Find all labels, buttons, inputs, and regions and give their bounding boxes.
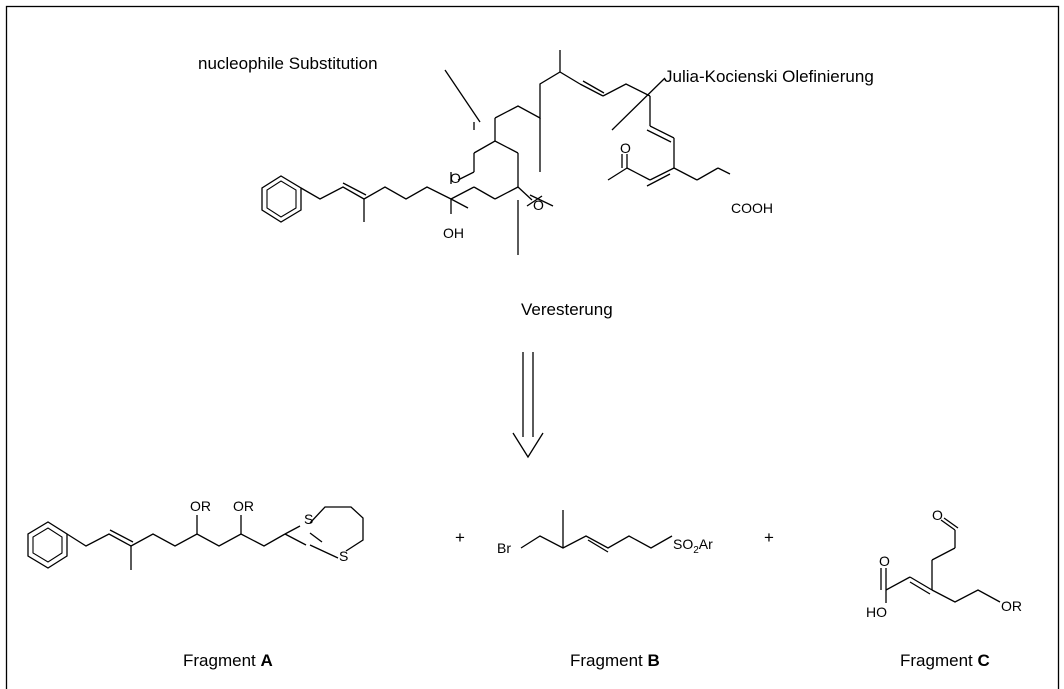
sulfonyl-label: SO2Ar: [673, 536, 713, 556]
acid-hydroxyl-label: HO: [866, 604, 887, 620]
target-molecule: [261, 50, 731, 255]
phenyl-ring-top: [261, 175, 302, 223]
carbonyl-oxygen-label: O: [620, 140, 631, 156]
fragment-a-caption: Fragment A: [183, 651, 273, 670]
ring-oxygen-label: O: [450, 170, 461, 186]
fragment-a-or-1: OR: [190, 498, 211, 514]
fragment-c-or-label: OR: [1001, 598, 1022, 614]
ester-oxygen-label: O: [533, 197, 544, 213]
julia-kocienski-label: Julia-Kocienski Olefinierung: [664, 67, 874, 86]
fragment-a-sulfur-2: S: [339, 548, 348, 564]
acid-carbonyl-oxygen-label: O: [879, 553, 890, 569]
fragment-c-structure: [880, 517, 1001, 603]
hydroxyl-label: OH: [443, 225, 464, 241]
fragment-a-sulfur-1: S: [304, 511, 313, 527]
dithiane-ring: [284, 506, 364, 559]
fragment-b-caption: Fragment B: [570, 651, 660, 670]
phenyl-ring-top-inner: [266, 180, 297, 218]
bromine-label: Br: [497, 540, 511, 556]
plus-sign-1: +: [455, 528, 465, 547]
fragment-a-or-2: OR: [233, 498, 254, 514]
nucleophilic-substitution-label: nucleophile Substitution: [198, 54, 378, 73]
plus-sign-2: +: [764, 528, 774, 547]
phenyl-ring-a-inner: [32, 527, 63, 563]
fragment-b-structure: [520, 510, 673, 553]
fragment-a-structure: [27, 515, 323, 570]
frame-border: [5, 5, 1060, 689]
fragment-c-caption: Fragment C: [900, 651, 990, 670]
carboxylic-acid-label: COOH: [731, 200, 773, 216]
aldehyde-oxygen-label: O: [932, 507, 943, 523]
retrosynthesis-arrow: [512, 352, 544, 459]
esterification-label: Veresterung: [521, 300, 613, 319]
